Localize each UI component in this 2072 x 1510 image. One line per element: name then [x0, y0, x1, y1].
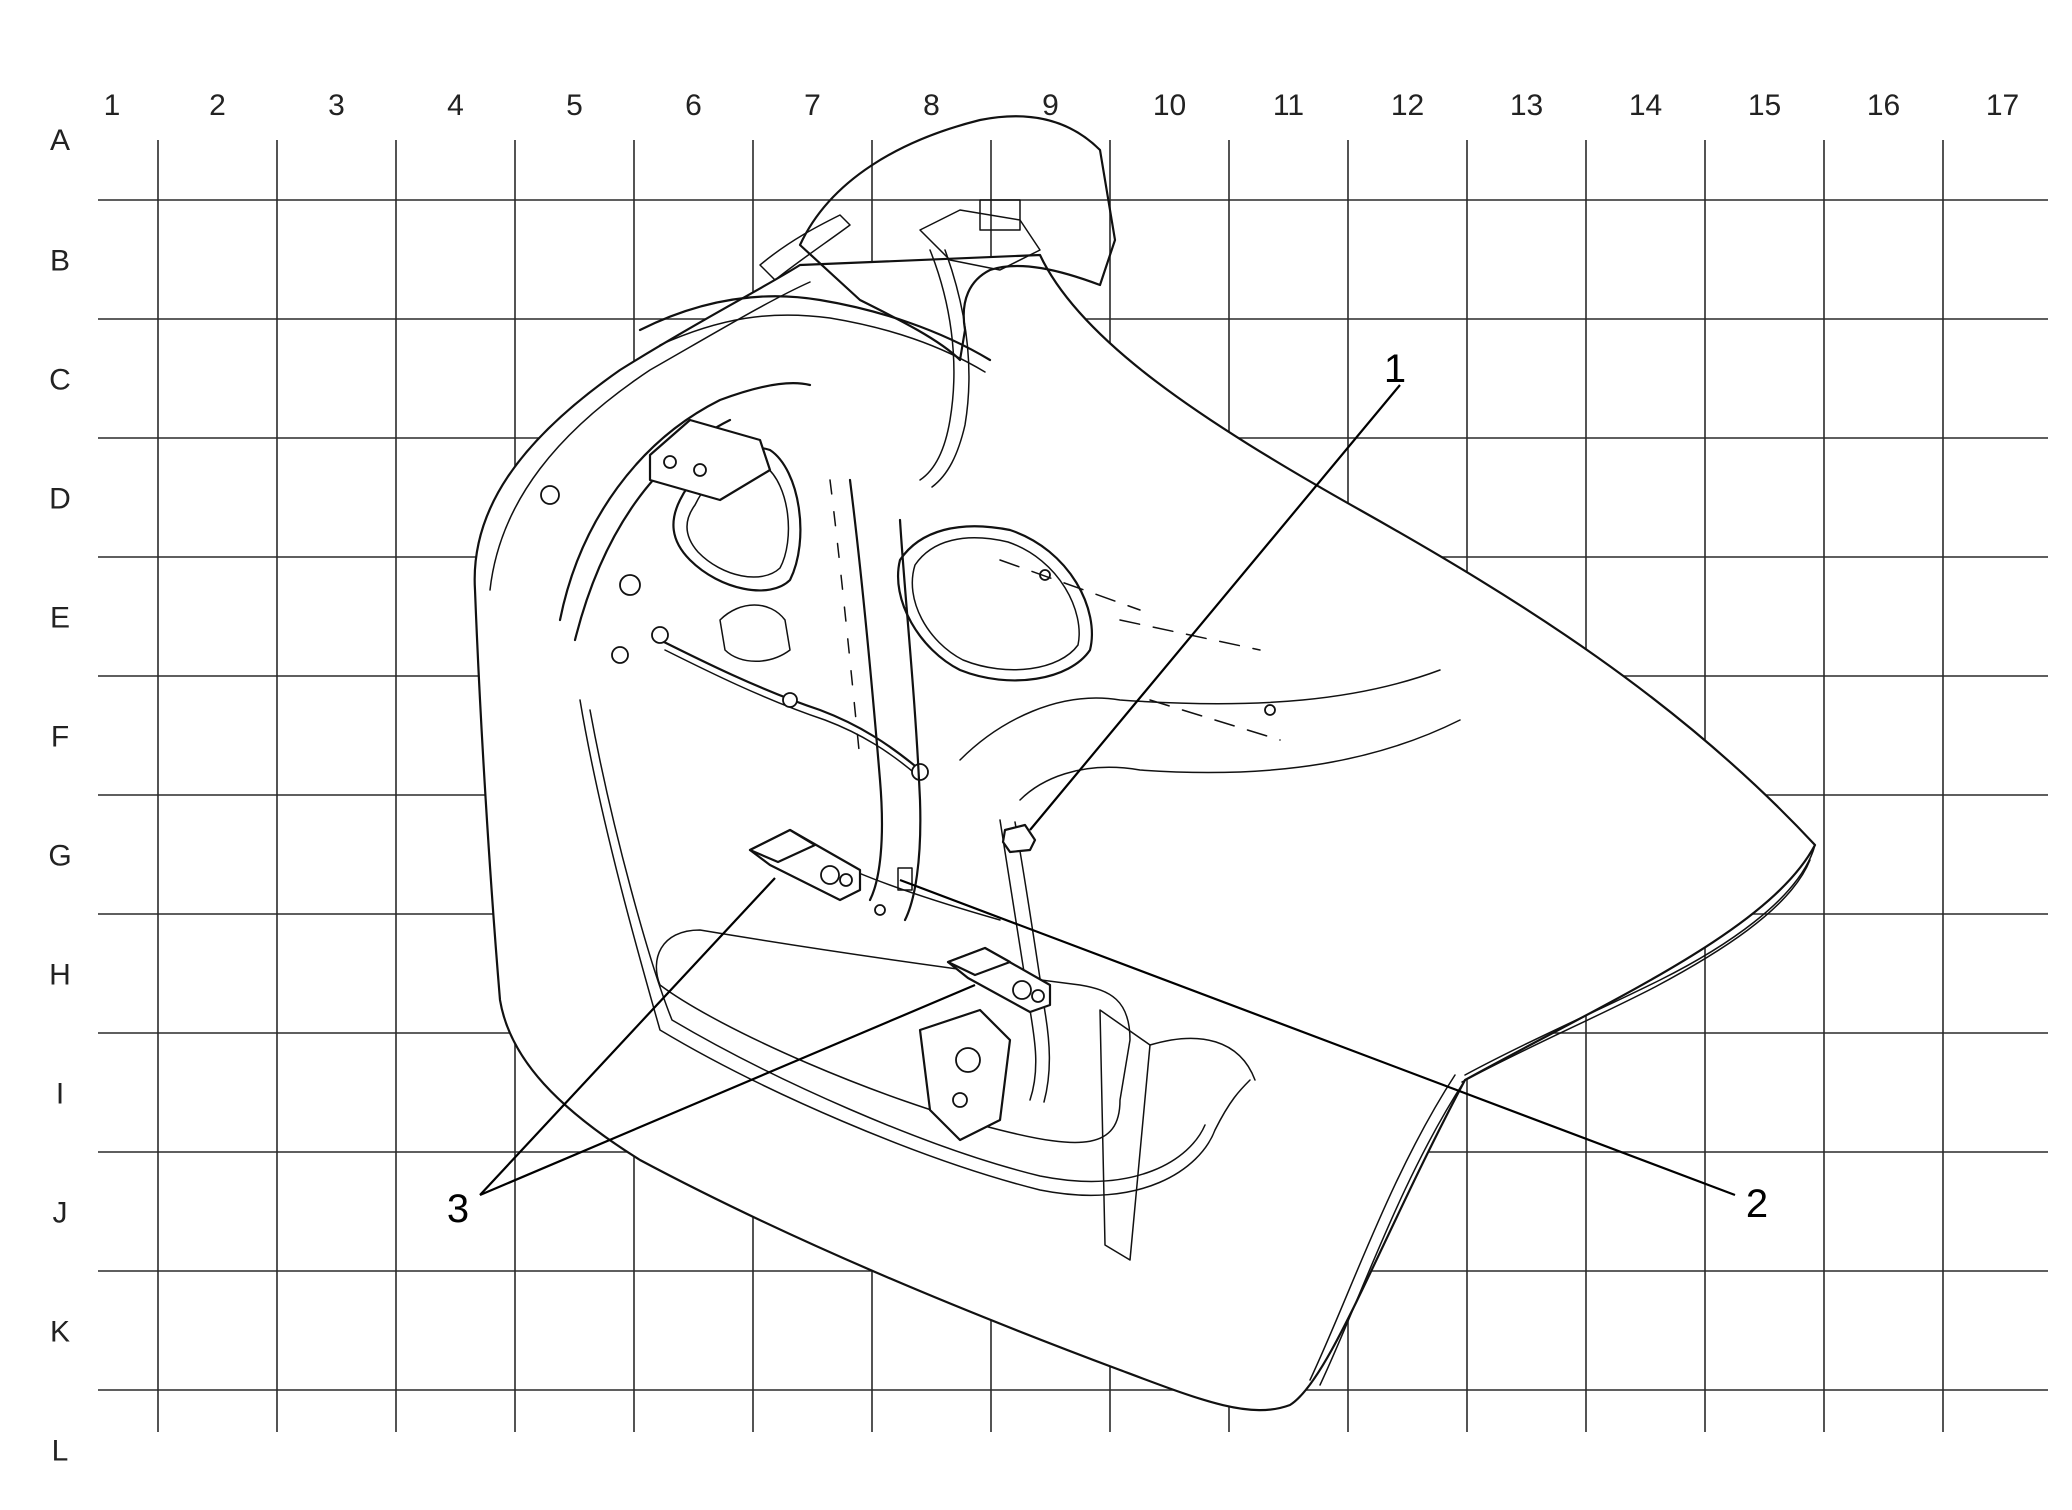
- mounting-hole: [874, 904, 886, 916]
- mounting-hole: [540, 485, 560, 505]
- lid-inner-rim: [489, 281, 811, 591]
- grid-column-label: 7: [804, 89, 821, 122]
- inner-opening-right-inner: [911, 537, 1080, 671]
- upper-left-bracket: [648, 418, 772, 502]
- lid-interior-contour: [1019, 719, 1461, 801]
- grid-row-label: B: [50, 245, 70, 278]
- grid-column-label: 3: [328, 89, 345, 122]
- grid-row-label: G: [48, 840, 71, 873]
- trunk-lid-outer-panel: [473, 253, 1817, 1412]
- mounting-hole: [611, 646, 629, 664]
- grid-column-label: 1: [104, 89, 121, 122]
- grid-row-label: A: [50, 124, 70, 157]
- latch-assembly: [918, 1008, 1012, 1142]
- mounting-hole: [619, 574, 641, 596]
- grid-row-label: D: [49, 483, 71, 516]
- hinge-bracket-block: [979, 199, 1021, 231]
- support-rod: [658, 638, 922, 772]
- grid-column-label: 17: [1986, 89, 2019, 122]
- grid-row-label: L: [52, 1435, 69, 1468]
- inner-brace-top-2: [659, 314, 986, 373]
- hinge-strap-2: [931, 249, 970, 488]
- hinge-arm: [798, 115, 1117, 362]
- leader-line-3a: [479, 877, 776, 1196]
- leader-line-3b: [479, 983, 976, 1197]
- grid-column-label: 14: [1629, 89, 1662, 122]
- license-plate-frame-edge: [1149, 1037, 1256, 1081]
- bracket-hole: [663, 455, 677, 469]
- grid-column-label: 8: [923, 89, 940, 122]
- component-3-bracket-left-top: [748, 828, 817, 864]
- bracket-hole: [693, 463, 707, 477]
- grid-column-label: 12: [1391, 89, 1424, 122]
- trunk-lid-assembly: [473, 115, 1817, 1412]
- bracket-hole: [820, 865, 840, 885]
- grid-row-label: H: [49, 959, 71, 992]
- latch-pivot: [955, 1047, 981, 1073]
- connector-1: [1001, 823, 1037, 854]
- grid-column-label: 10: [1153, 89, 1186, 122]
- grid-row-label: E: [50, 602, 70, 635]
- grid-column-label: 2: [209, 89, 226, 122]
- grid-column-label: 6: [685, 89, 702, 122]
- grid-column-label: 4: [447, 89, 464, 122]
- grid-row-label: F: [51, 721, 69, 754]
- lid-interior-contour-2: [959, 669, 1441, 761]
- lid-right-edge-2: [1461, 859, 1811, 1083]
- component-3-bracket-right-top: [946, 946, 1012, 977]
- bracket-hole: [1031, 989, 1045, 1003]
- bracket-hole: [1012, 980, 1032, 1000]
- grid-row-label: J: [53, 1197, 68, 1230]
- center-channel-left: [848, 478, 884, 902]
- callout-3: 3: [447, 1187, 469, 1231]
- stamp-detail: [999, 559, 1281, 741]
- grid-column-label: 16: [1867, 89, 1900, 122]
- grid-column-label: 13: [1510, 89, 1543, 122]
- lid-outer-flange-2: [1309, 1074, 1456, 1381]
- inner-brace-top: [638, 295, 992, 362]
- leader-line-1: [1029, 384, 1401, 831]
- center-channel-dash: [829, 479, 861, 761]
- center-channel-right: [898, 518, 922, 922]
- bracket-hole: [839, 873, 853, 887]
- grid-row-label: I: [56, 1078, 64, 1111]
- callout-1: 1: [1384, 347, 1406, 391]
- leader-line-2: [899, 878, 1736, 1197]
- hinge-arm-detail: [919, 209, 1041, 271]
- grid-row-label: C: [49, 364, 71, 397]
- strut-mount: [651, 626, 669, 644]
- lid-lower-lip: [579, 699, 1251, 1197]
- license-plate-recess: [655, 929, 1131, 1144]
- grid-row-labels: A B C D E F G H I J K L: [48, 124, 71, 1468]
- lid-lower-lip-inner: [589, 709, 1206, 1183]
- lid-outer-flange: [1319, 1079, 1466, 1386]
- grid-column-label: 5: [566, 89, 583, 122]
- latch-bolt: [952, 1092, 968, 1108]
- lid-right-edge: [1464, 844, 1816, 1076]
- leader-lines: [479, 384, 1736, 1197]
- mounting-hole: [1264, 704, 1276, 716]
- grid-column-label: 15: [1748, 89, 1781, 122]
- strut-mount: [782, 692, 798, 708]
- strut-mount: [911, 763, 929, 781]
- inner-opening-right: [897, 525, 1093, 682]
- lock-cylinder-housing: [719, 604, 791, 662]
- hinge-strap: [919, 249, 955, 481]
- left-hinge-bracket: [759, 214, 851, 281]
- grid-column-label: 9: [1042, 89, 1059, 122]
- callout-2: 2: [1746, 1182, 1768, 1226]
- inner-brace-left: [558, 382, 812, 622]
- bracket-tab: [897, 867, 913, 891]
- support-rod-2: [664, 649, 919, 777]
- grid-column-label: 11: [1273, 89, 1304, 122]
- grid-row-label: K: [50, 1316, 70, 1349]
- license-plate-frame: [1099, 1009, 1151, 1261]
